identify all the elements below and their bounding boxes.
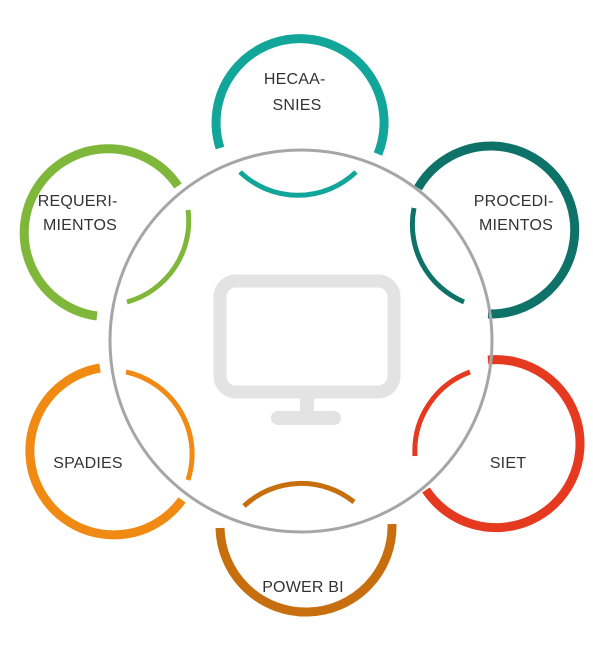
node-label-line: MIENTOS — [479, 217, 553, 234]
node-label-line: MIENTOS — [43, 217, 117, 234]
node-label-spadies: SPADIES — [53, 455, 123, 472]
node-spadies: SPADIES — [25, 363, 195, 540]
node-ring-inner-procedimientos — [409, 207, 465, 305]
node-ring-siet — [422, 355, 585, 533]
node-ring-inner-spadies — [125, 369, 195, 481]
node-label-power-bi: POWER BI — [262, 579, 344, 596]
node-ring-inner-power-bi — [242, 480, 356, 508]
monitor-neck — [300, 392, 314, 414]
node-label-hecaa-snies: HECAA- SNIES — [264, 71, 330, 114]
node-siet: SIET — [412, 355, 585, 533]
node-ring-hecaa-snies — [211, 34, 389, 156]
monitor-screen — [213, 274, 401, 399]
node-power-bi: POWER BI — [215, 480, 397, 617]
node-label-requerimientos: REQUERI- MIENTOS — [38, 193, 122, 234]
node-label-line: SIET — [490, 455, 526, 472]
node-label-line: PROCEDI- — [474, 193, 554, 210]
node-requerimientos: REQUERI- MIENTOS — [19, 144, 192, 321]
node-label-line: SPADIES — [53, 455, 123, 472]
node-ring-inner-requerimientos — [126, 209, 192, 305]
node-procedimientos: PROCEDI- MIENTOS — [409, 141, 580, 319]
node-label-line: POWER BI — [262, 579, 344, 596]
node-ring-power-bi — [215, 523, 397, 617]
node-label-procedimientos: PROCEDI- MIENTOS — [474, 193, 558, 234]
node-label-line: HECAA- — [264, 71, 326, 88]
node-hecaa-snies: HECAA- SNIES — [211, 34, 389, 198]
node-ring-requerimientos — [19, 144, 182, 321]
node-label-line: REQUERI- — [38, 193, 118, 210]
node-ring-spadies — [25, 363, 186, 540]
node-ring-inner-siet — [412, 369, 471, 457]
monitor-icon — [213, 274, 401, 425]
node-label-line: SNIES — [272, 97, 321, 114]
center-ring — [108, 148, 494, 534]
node-ring-procedimientos — [414, 141, 580, 319]
monitor-base — [271, 411, 341, 425]
node-label-siet: SIET — [490, 455, 526, 472]
node-ring-inner-hecaa-snies — [238, 170, 358, 198]
